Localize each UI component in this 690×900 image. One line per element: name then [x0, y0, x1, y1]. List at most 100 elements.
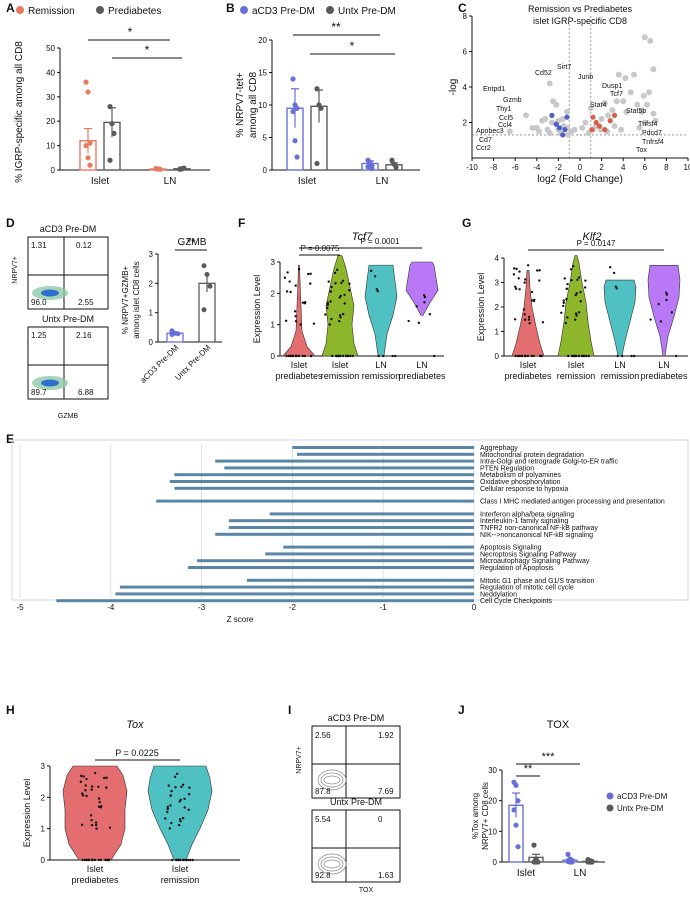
- panel-letter-d: D: [6, 216, 15, 230]
- gene-point: [565, 131, 572, 138]
- density-contour: [323, 859, 341, 869]
- pathway-label: Aggrephagy: [480, 445, 518, 452]
- cell-point: [587, 354, 590, 358]
- legend-label: aCD3 Pre-DM: [252, 6, 315, 17]
- gene-label: Ccl5: [499, 115, 513, 122]
- pathway-label: Neddylation: [480, 591, 517, 598]
- cell-point: [294, 320, 298, 323]
- chart-title: GZMB: [178, 237, 207, 248]
- gene-label: Cd52: [535, 70, 552, 77]
- data-point: [393, 164, 399, 170]
- x-category-label: Islet: [568, 360, 585, 370]
- cell-point: [566, 282, 569, 286]
- cell-point: [348, 282, 351, 285]
- pathway-bar: [215, 532, 474, 536]
- y-axis-label: Expression Level: [476, 273, 486, 342]
- legend-marker: [16, 6, 24, 14]
- legend-marker: [606, 804, 614, 812]
- data-point: [107, 103, 113, 110]
- significance-marker: *: [145, 43, 150, 57]
- cell-point: [532, 299, 536, 303]
- flow-x-label: GZMB: [58, 413, 79, 420]
- data-point: [369, 166, 375, 172]
- density-contour: [317, 853, 347, 875]
- x-category-label: Islet: [517, 868, 536, 879]
- cell-point: [97, 805, 101, 808]
- data-point: [201, 307, 207, 313]
- pathway-bar: [197, 559, 474, 563]
- x-category-label: Islet: [520, 360, 537, 370]
- x-category-label: Islet: [332, 360, 349, 370]
- data-point: [181, 165, 187, 171]
- data-point: [314, 86, 320, 92]
- y-tick-label: 3: [495, 279, 500, 288]
- cell-point: [423, 301, 426, 304]
- gene-point: [650, 110, 657, 117]
- y-tick-label: 10: [258, 101, 267, 110]
- cell-point: [303, 354, 306, 358]
- gene-label: Tnfrsf4: [642, 139, 664, 146]
- y-tick-label: 2: [149, 279, 154, 288]
- data-point: [107, 157, 113, 163]
- cell-point: [309, 354, 313, 358]
- y-tick-label: 8: [463, 12, 468, 21]
- data-point: [201, 263, 207, 269]
- quadrant-value: 0.12: [76, 241, 92, 250]
- cell-point: [97, 797, 101, 800]
- x-category-label: remission: [161, 875, 200, 885]
- panel-letter-i: I: [288, 703, 291, 717]
- cell-point: [523, 278, 527, 281]
- x-category-label: prediabetes: [640, 371, 688, 381]
- cell-point: [330, 317, 333, 321]
- pathway-label: PTEN Regulation: [480, 465, 534, 472]
- x-category-label: remission: [321, 371, 360, 381]
- cell-point: [341, 354, 345, 358]
- cell-point: [381, 354, 385, 358]
- pathway-label: Mitochondrial protein degradation: [480, 452, 584, 459]
- density-contour: [317, 769, 347, 791]
- cell-point: [175, 858, 179, 862]
- cell-point: [93, 771, 97, 775]
- chart-title: Tox: [126, 719, 144, 731]
- cell-point: [103, 776, 106, 780]
- cell-point: [564, 321, 568, 325]
- cell-point: [93, 858, 97, 862]
- gene-point-up: [602, 127, 608, 133]
- cell-point: [566, 316, 569, 319]
- cell-point: [530, 290, 534, 294]
- cell-point: [312, 322, 316, 325]
- cell-point: [98, 800, 101, 804]
- pathway-label: Metabolism of polyamines: [480, 472, 561, 479]
- cell-point: [540, 354, 543, 358]
- gene-point: [636, 124, 643, 131]
- cell-point: [178, 818, 182, 821]
- cell-point: [665, 298, 668, 302]
- x-tick-label: 4: [621, 163, 626, 172]
- panel-letter-c: C: [458, 1, 467, 15]
- cell-point: [574, 312, 578, 315]
- chart-title: TOX: [547, 719, 570, 731]
- y-axis-label: -log: [448, 79, 459, 96]
- significance-marker: ***: [542, 751, 556, 763]
- cell-point: [538, 269, 541, 272]
- cell-point: [562, 304, 565, 308]
- cell-point: [179, 858, 182, 862]
- x-category-label: Islet: [172, 864, 189, 874]
- x-category-label: LN: [658, 360, 670, 370]
- gene-label: Cd7: [479, 137, 492, 144]
- cell-point: [169, 804, 172, 807]
- gene-label: Thy1: [496, 106, 512, 113]
- density-contour: [320, 772, 344, 788]
- cell-point: [99, 806, 103, 809]
- cell-point: [541, 321, 545, 324]
- cell-point: [166, 810, 169, 814]
- cell-point: [532, 354, 535, 358]
- cell-point: [94, 823, 98, 827]
- flow-y-label: NRPV7+: [12, 256, 19, 283]
- cell-point: [326, 301, 329, 305]
- cell-point: [164, 817, 167, 820]
- pathway-bar: [224, 466, 474, 470]
- cell-point: [79, 774, 83, 778]
- x-category-label: aCD3 Pre-DM: [139, 343, 181, 385]
- cell-point: [84, 789, 87, 792]
